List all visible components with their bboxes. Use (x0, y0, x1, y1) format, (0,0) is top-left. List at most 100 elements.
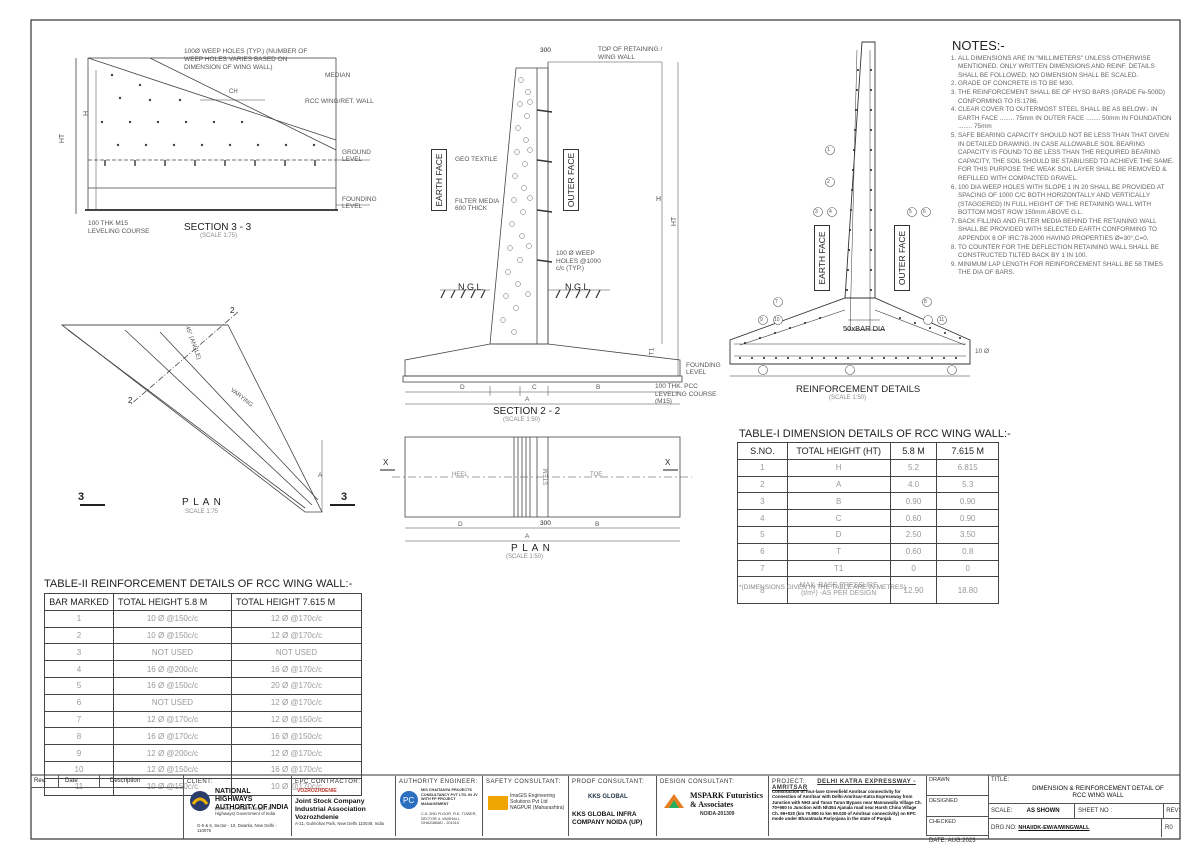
table-cell: 8 (737, 576, 788, 605)
dim-d-label: D (460, 384, 465, 391)
table-cell: 4.0 (889, 475, 938, 494)
outer-face-label: OUTER FACE (563, 149, 579, 211)
ch-label: CH (229, 89, 238, 95)
bar-mark-5: 5 (909, 209, 912, 215)
plan-1-title: P L A N (182, 497, 222, 508)
bar-mark-9: 9 (760, 317, 763, 323)
table-cell: 1 (737, 458, 788, 477)
plan-2-title: P L A N (511, 543, 551, 554)
table-cell: 18.80 (936, 576, 999, 605)
ae-logo-icon: PC (399, 790, 419, 810)
project-header: PROJECT: DELHI KATRA EXPRESSWAY - AMRITS… (772, 779, 926, 791)
table-cell: 0.90 (936, 492, 999, 511)
section-2-2-weep-pipes (536, 109, 553, 263)
bar-mark-4: 4 (829, 209, 832, 215)
imagis-logo-icon (488, 796, 508, 810)
revision-block: Rev. Date Description (31, 775, 184, 839)
table-cell: T1 (786, 559, 891, 578)
kks-logo: KKS GLOBAL (588, 794, 628, 800)
table-cell: 12 Ø @170c/c (230, 626, 363, 645)
sheet-border (30, 19, 1181, 840)
bar-mark-7: 7 (775, 299, 778, 305)
section-2-2-ground-hatch (440, 289, 601, 299)
drawn-label: DRAWN (926, 775, 988, 796)
date-value: AUG.2023 (947, 838, 976, 844)
table-header-cell: TOTAL HEIGHT (HT) (786, 442, 891, 460)
table-cell: 16 Ø @170c/c (230, 660, 363, 678)
h-label: H (83, 110, 91, 117)
bar-mark-2: 2 (827, 179, 830, 185)
client-subtitle: (Ministry of Road Transport & Highways) … (215, 806, 276, 816)
scale-value: AS SHOWN (1027, 804, 1076, 818)
table-cell: B (786, 492, 891, 511)
nhai-logo-icon (189, 790, 211, 812)
table-header-cell: TOTAL HEIGHT 7.615 M (230, 593, 363, 611)
table-cell: 6.815 (936, 458, 999, 477)
project-box: PROJECT: DELHI KATRA EXPRESSWAY - AMRITS… (768, 776, 927, 836)
plan-1-scale: SCALE 1:75 (185, 509, 219, 515)
table-cell: 11 (44, 777, 114, 796)
plan-2-drawing (380, 436, 692, 542)
notes-title: NOTES:- (952, 38, 1005, 53)
table-cell: 4 (737, 509, 788, 527)
table-header-cell: S.NO. (737, 442, 788, 460)
epc-address: A-11, Gulmohar Park, New Delhi 110049, I… (295, 821, 384, 826)
table-cell: 4 (44, 660, 114, 678)
title-header: TITLE: (991, 777, 1010, 783)
table-cell: 12 Ø @170c/c (230, 693, 363, 712)
sheet-no-label: SHEET NO : (1075, 804, 1165, 818)
table-header-row: BAR MARKED TOTAL HEIGHT 5.8 M TOTAL HEIG… (44, 593, 363, 611)
section-cut-right: 3 (341, 491, 348, 503)
bar-mark-10: 10 (774, 317, 780, 323)
table-1-title: TABLE-I DIMENSION DETAILS OF RCC WING WA… (739, 428, 1011, 440)
filter-media-label: FILTER MEDIA 600 THICK (455, 198, 499, 212)
client-box: CLIENT: NATIONAL HIGHWAYS AUTHORITY OF I… (183, 776, 292, 836)
note-item: MINIMUM LAP LENGTH FOR REINFORCEMENT SHA… (958, 261, 1176, 278)
table-cell: 5.2 (889, 458, 938, 477)
table-cell: 0 (936, 559, 999, 578)
scale-label: SCALE: (991, 808, 1013, 814)
median-label: MEDIAN (325, 72, 351, 79)
geo-textile-label: GEO TEXTILE (455, 156, 498, 163)
design-address: NOIDA-201309 (700, 811, 735, 817)
table-cell: 7 (737, 559, 788, 578)
table-cell: 0.60 (889, 509, 938, 527)
design-header: DESIGN CONSULTANT: (660, 779, 735, 785)
table-cell: 6 (737, 542, 788, 561)
table-cell: 0.8 (936, 542, 999, 561)
wall-label: RCC WING/RET. WALL (305, 98, 374, 105)
table-2-title: TABLE-II REINFORCEMENT DETAILS OF RCC WI… (44, 578, 353, 590)
t1-label: T1 (648, 347, 656, 356)
svg-text:PC: PC (403, 796, 414, 805)
table-cell: 12 Ø @150c/c (230, 710, 363, 729)
bar-mark-11: 11 (939, 317, 945, 323)
table-header-cell: 7.615 M (936, 442, 999, 460)
section-3-3-drawing (75, 57, 370, 214)
section-cut-left: 3 (78, 491, 85, 503)
table-cell: 12 Ø @200c/c (113, 744, 232, 762)
bar-mark-1: 1 (827, 147, 830, 153)
table-cell: 2 (737, 475, 788, 494)
table-cell: 2.50 (889, 525, 938, 544)
section-3-3-weepholes (100, 73, 316, 147)
ground-level-label: GROUND LEVEL (342, 149, 371, 163)
table-header-cell: BAR MARKED (44, 593, 114, 611)
table-cell: 0.90 (889, 492, 938, 511)
description-header: Description (110, 778, 141, 784)
bar-mark-3: 3 (815, 209, 818, 215)
checked-label: CHECKED (926, 817, 988, 836)
design-consultant-box: DESIGN CONSULTANT: MSPARK Futuristics & … (656, 776, 769, 836)
table-cell: 10 Ø @150c/c (113, 609, 232, 628)
table-header-cell: 5.8 M (889, 442, 938, 460)
section-2-2-title: SECTION 2 - 2 (493, 406, 561, 417)
stem-label: STEM (543, 468, 550, 486)
ae-address: C-5, 2ND FLOOR, R.K. TOWER, SECTOR 4, VA… (421, 812, 477, 826)
table-cell: 12 Ø @170c/c (113, 710, 232, 729)
table-cell: 12.90 (889, 576, 938, 605)
